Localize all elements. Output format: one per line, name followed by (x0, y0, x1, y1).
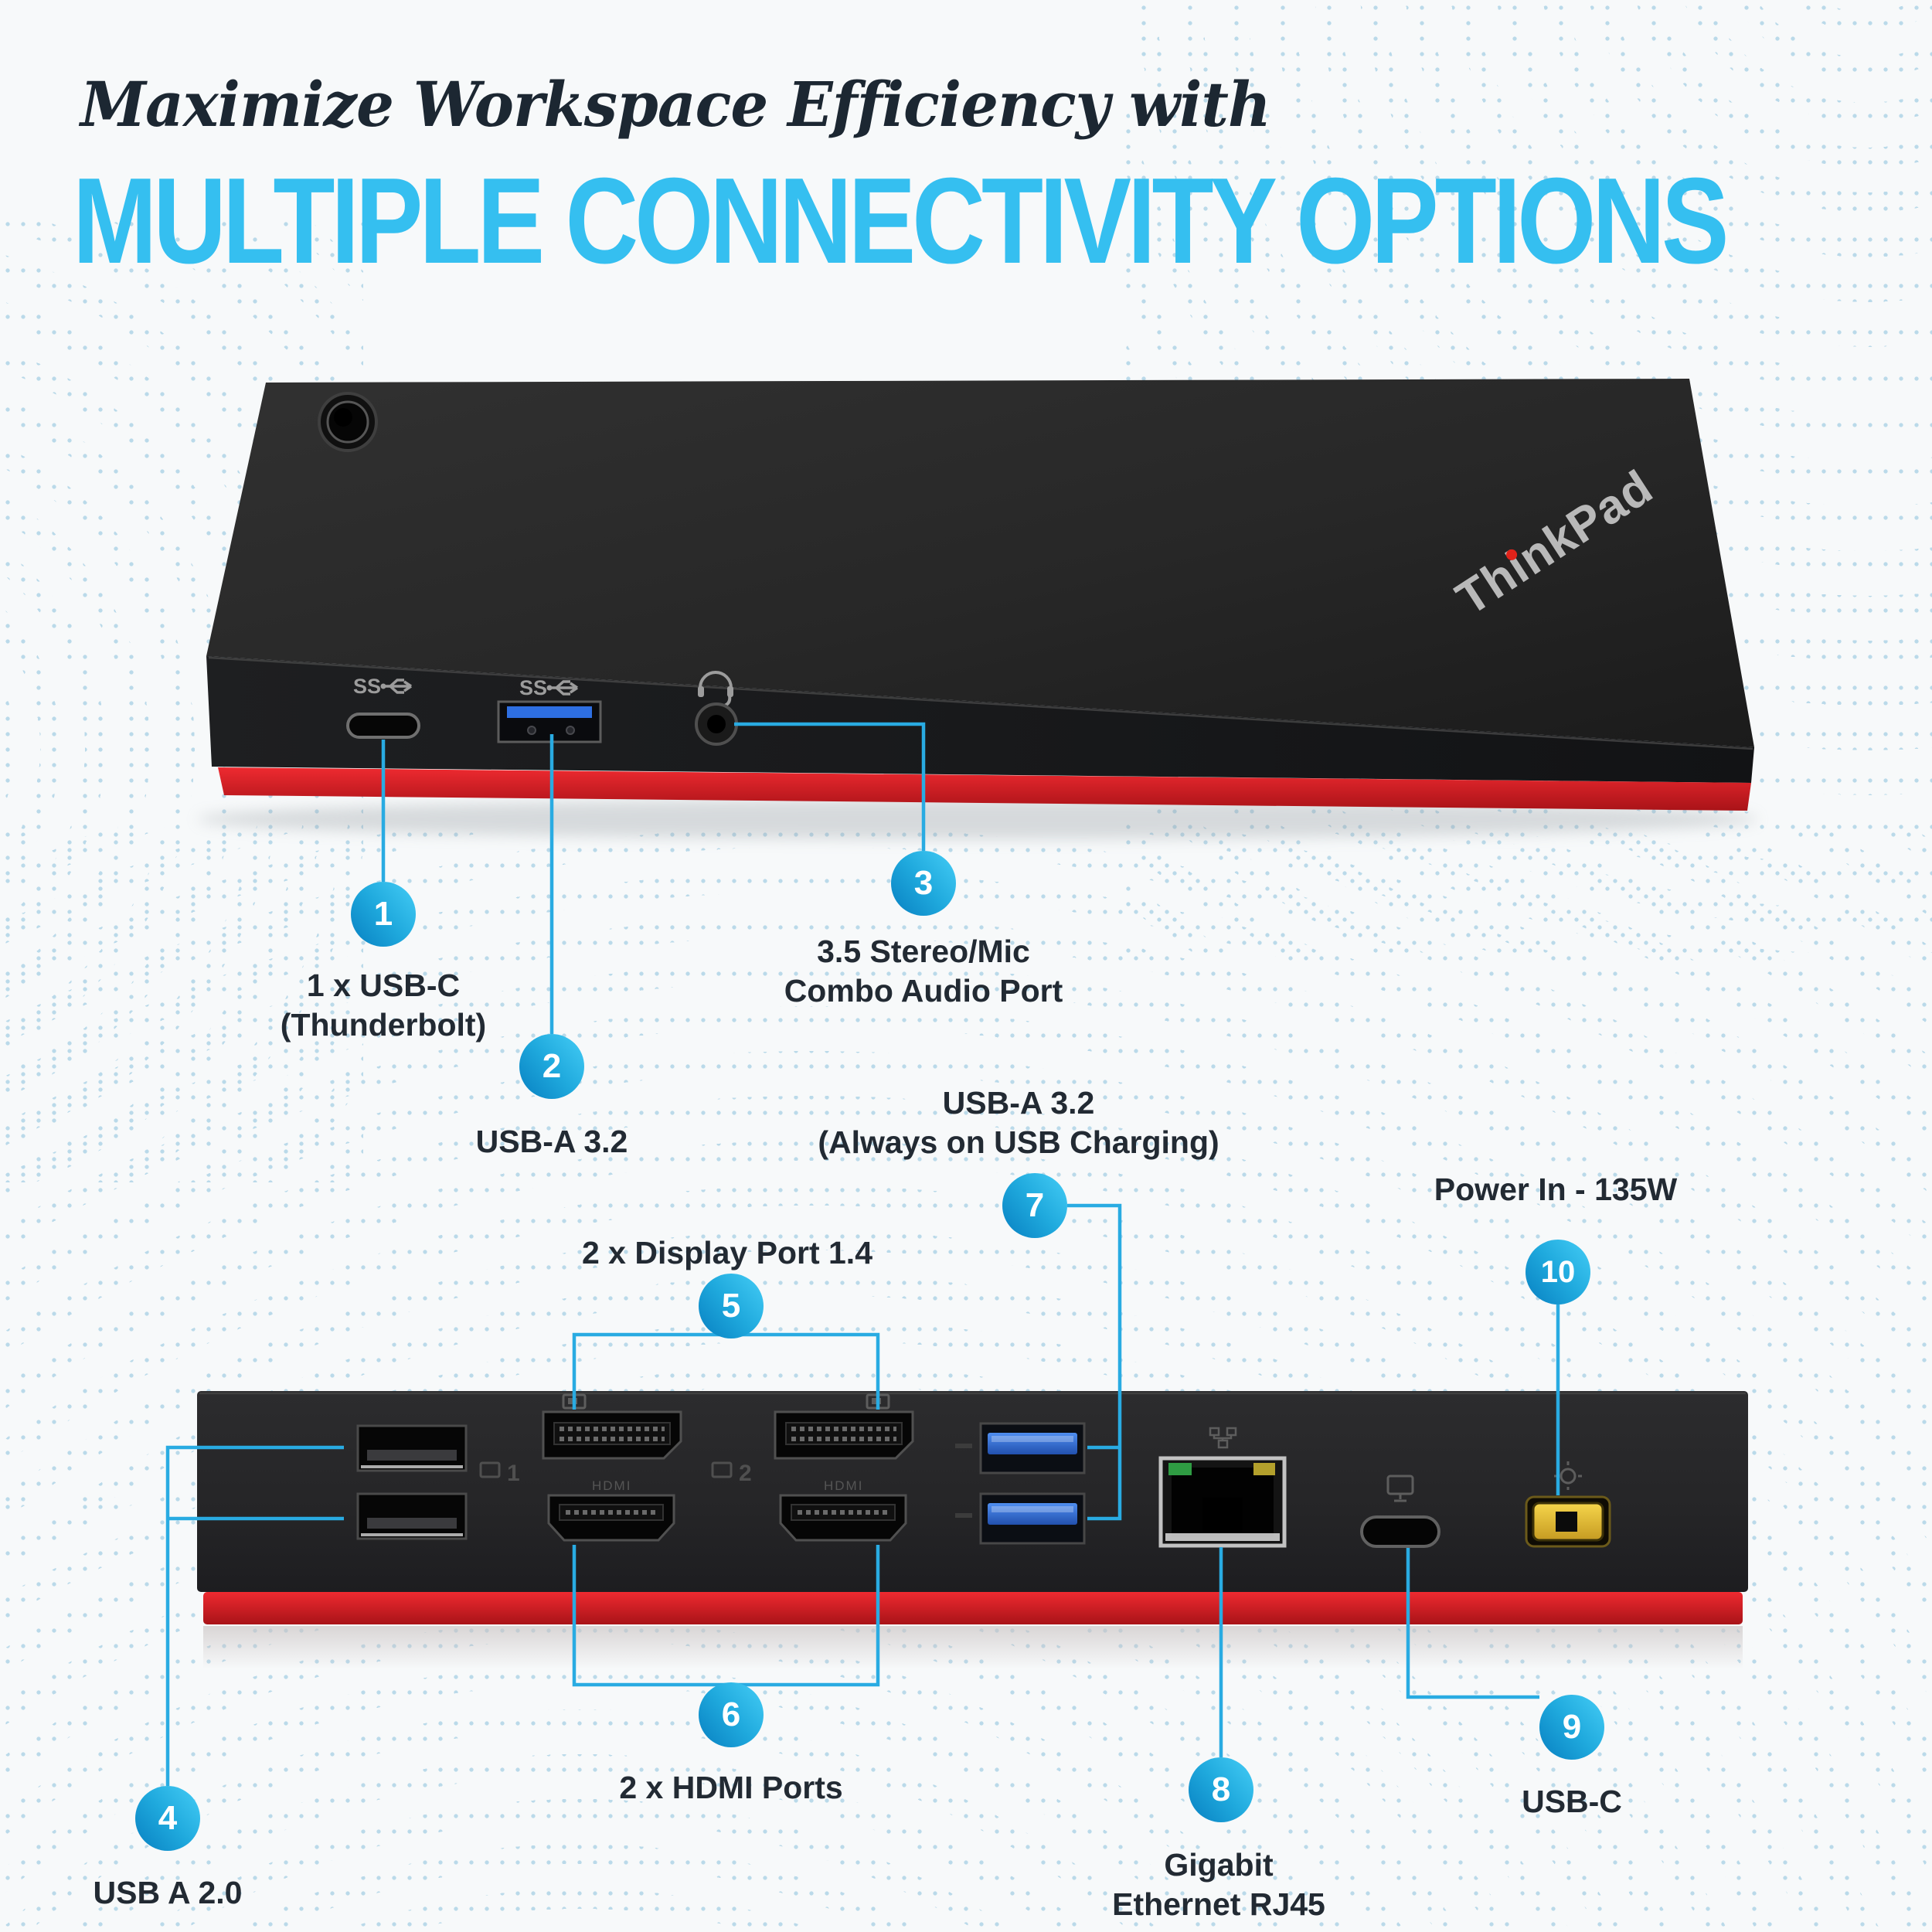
callout-badge-4: 4 (135, 1786, 200, 1851)
callout-label-1: 1 x USB-C(Thunderbolt) (280, 968, 487, 1043)
hdmi-caption-2: HDMI (824, 1478, 863, 1493)
back-usb2-port-1 (356, 1424, 468, 1472)
back-usb2-port-2 (356, 1492, 468, 1540)
callout-label-10: Power In - 135W (1434, 1172, 1678, 1207)
front-usbc-port (346, 713, 420, 739)
front-usb-ss-icon-2: SS (519, 676, 578, 699)
back-power-port (1525, 1495, 1611, 1548)
callout-number-7: 7 (1025, 1186, 1045, 1224)
callout-label-2: USB-A 3.2 (475, 1124, 628, 1159)
power-button (318, 392, 378, 452)
svg-text:SS: SS (353, 675, 381, 698)
callout-label-9: USB-C (1522, 1784, 1622, 1819)
page-title-script: Maximize Workspace Efficiency with (80, 68, 1271, 141)
callout-line-3 (734, 722, 926, 851)
callout-label-5: 2 x Display Port 1.4 (581, 1235, 873, 1270)
back-ethernet-port (1158, 1456, 1287, 1548)
callout-number-2: 2 (542, 1047, 562, 1085)
callout-number-4: 4 (158, 1799, 178, 1837)
back-displayport-2 (774, 1410, 914, 1460)
callout-badge-5: 5 (699, 1274, 764, 1338)
svg-text:SS: SS (519, 676, 547, 699)
callout-badge-9: 9 (1539, 1695, 1604, 1760)
callout-label-6: 2 x HDMI Ports (619, 1770, 843, 1805)
callout-number-3: 3 (913, 864, 934, 902)
dock-back-view: 1 2 HDMI HDMI (197, 1391, 1748, 1669)
back-red-base (203, 1592, 1743, 1624)
callout-badge-1: 1 (351, 882, 416, 947)
callout-number-9: 9 (1562, 1708, 1582, 1746)
callout-number-1: 1 (373, 895, 393, 933)
back-usb3-port-2 (979, 1492, 1086, 1545)
callout-number-8: 8 (1211, 1770, 1231, 1808)
port-group-2-label: 2 (739, 1461, 752, 1486)
callout-badge-3: 3 (891, 851, 956, 916)
callout-number-5: 5 (721, 1287, 741, 1325)
front-audio-jack (695, 702, 738, 746)
callout-label-4: USB A 2.0 (93, 1875, 243, 1910)
callout-badge-8: 8 (1189, 1757, 1253, 1822)
callout-badge-7: 7 (1002, 1173, 1067, 1238)
back-hdmi-port-2 (779, 1494, 907, 1542)
port-marking (955, 1513, 972, 1518)
port-marking (955, 1444, 972, 1448)
back-reflection (203, 1626, 1743, 1669)
callout-badge-6: 6 (699, 1682, 764, 1747)
port-group-1-label: 1 (507, 1461, 520, 1486)
callout-number-10: 10 (1540, 1254, 1576, 1289)
back-usbc-port (1360, 1515, 1440, 1548)
front-usba-port (497, 700, 602, 743)
callout-badge-10: 10 (1526, 1240, 1590, 1304)
back-displayport-1 (542, 1410, 682, 1460)
hdmi-caption-1: HDMI (592, 1478, 631, 1493)
back-hdmi-port-1 (547, 1494, 675, 1542)
back-panel (197, 1391, 1748, 1592)
callout-badge-2: 2 (519, 1034, 584, 1099)
callout-number-6: 6 (721, 1696, 741, 1733)
callout-label-7: USB-A 3.2(Always on USB Charging) (818, 1085, 1219, 1160)
back-usb3-port-1 (979, 1422, 1086, 1475)
dock-front-view: ThinkPad SS SS (197, 379, 1758, 839)
page-headline: MULTIPLE CONNECTIVITY OPTIONS (73, 153, 1729, 289)
